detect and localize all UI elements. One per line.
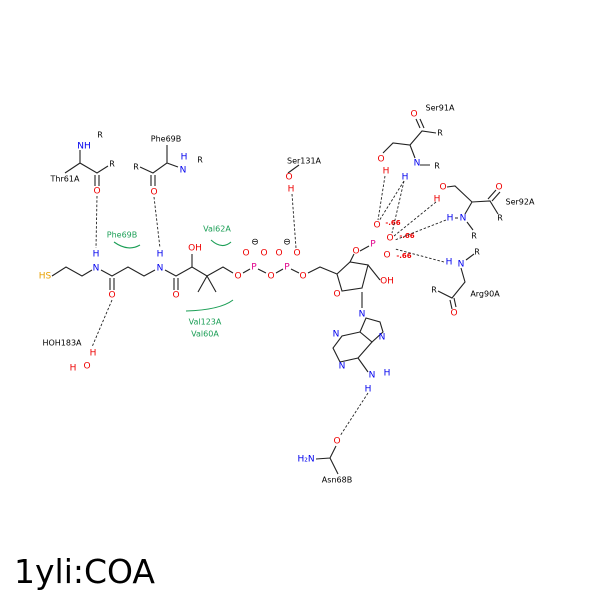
phe69b-o: O [150, 188, 157, 198]
water-o: O [83, 362, 90, 372]
residue-ser92a: Ser92A [506, 198, 535, 207]
ser91a-og: O [377, 155, 384, 165]
r-group: R [97, 131, 103, 140]
ser131a-h: H [288, 185, 295, 195]
residue-thr61a: Thr61A [50, 175, 80, 184]
p3-o-a: O [373, 221, 380, 231]
ser131a-o: O [285, 173, 292, 183]
phosphorus-1: P [251, 263, 257, 273]
ring-oh: OH [380, 277, 394, 287]
r-group: R [197, 156, 203, 165]
residue-atoms: NH R R O Thr61A Phe69B R H N R O Ser131A… [42, 104, 535, 485]
charge-minus-2: ⊖ [283, 238, 291, 248]
amine-h-b: H [365, 385, 372, 395]
ser92a-n: N [460, 214, 467, 224]
p2-o-b: O [293, 249, 300, 259]
phosphorus-3: P [370, 240, 376, 250]
ser91a-hg: H [383, 167, 390, 177]
r-group: R [431, 286, 437, 295]
asn68b-o: O [333, 437, 340, 447]
r-group: R [474, 248, 480, 257]
charge-p3-o-b: -.66 [399, 232, 414, 240]
amide-h1: H [93, 250, 100, 260]
residue-hoh183a: HOH183A [42, 339, 82, 348]
thr61a-o: O [93, 187, 100, 197]
ser91a-n: N [414, 159, 421, 169]
arg90a-o: O [450, 309, 457, 319]
arg90a-h: H [446, 258, 453, 268]
ser92a-og: O [439, 183, 446, 193]
charge-minus-1: ⊖ [251, 238, 259, 248]
amide-n2: N [157, 264, 164, 274]
amide-n1: N [93, 264, 100, 274]
charge-p3-o-c: -.66 [396, 252, 411, 260]
adenine-n1: N [339, 362, 346, 372]
arg90a-n: N [458, 260, 465, 270]
ring-o4: O [333, 290, 340, 300]
phosphorus-2: P [284, 263, 290, 273]
p3-o-b: O [386, 234, 393, 244]
adenine-n3: N [333, 330, 340, 340]
p3-o-c: O [383, 251, 390, 261]
r-group: R [437, 129, 443, 138]
diagram-title: 1yli:COA [14, 552, 155, 591]
residue-arg90a: Arg90A [470, 290, 500, 299]
r-group: R [471, 232, 477, 241]
residue-phe69b: Phe69B [151, 135, 181, 144]
residue-ser131a: Ser131A [287, 157, 322, 166]
charge-p3-o-a: -.66 [385, 219, 400, 227]
hydrophobic-val60a: Val60A [191, 330, 219, 339]
hydrophobic-phe69b: Phe69B [107, 231, 137, 240]
asn68b-nh2: H₂N [297, 455, 314, 465]
residue-bonds [64, 118, 501, 475]
adenine-n7: N [379, 333, 386, 343]
p1-o-a: O [242, 249, 249, 259]
amide-o2: O [172, 291, 179, 301]
ser92a-h: H [447, 214, 454, 224]
amine-n6: N [369, 371, 376, 381]
ser91a-h: H [402, 173, 409, 183]
o3-prime: O [352, 247, 359, 257]
hydrophobic-contacts: Phe69B Val62A Val123A Val60A [107, 225, 234, 339]
hydrogen-bonds [91, 175, 447, 437]
ser92a-carbonyl-o: O [495, 183, 502, 193]
water-h2: H [70, 364, 77, 374]
ligand-bonds [51, 245, 384, 373]
water-h1: H [90, 349, 97, 359]
ser92a-hg: H [434, 195, 441, 205]
amide-o1: O [108, 291, 115, 301]
bridge-o: O [267, 272, 274, 282]
hydroxyl-label: OH [188, 244, 202, 254]
phe69b-n: N [180, 166, 187, 176]
p2-o-a: O [275, 249, 282, 259]
ligand-atoms: HS N H O N H O OH O P O O ⊖ O P O O ⊖ O … [39, 219, 415, 395]
amine-h-a: H [384, 369, 391, 379]
r-group: R [133, 163, 139, 172]
adenine-n9: N [359, 310, 366, 320]
ester-o1: O [234, 272, 241, 282]
ester-o2: O [299, 272, 306, 282]
hydrophobic-val62a: Val62A [203, 225, 231, 234]
r-group: R [434, 162, 440, 171]
residue-asn68b: Asn68B [322, 476, 352, 485]
amide-h2: H [157, 250, 164, 260]
ser91a-carbonyl-o: O [410, 110, 417, 120]
r-group: R [109, 160, 115, 169]
thiol-label: HS [39, 272, 52, 282]
r-group: R [497, 214, 503, 223]
p1-o-b: O [260, 249, 267, 259]
residue-ser91a: Ser91A [426, 104, 455, 113]
phe69b-h: H [181, 153, 188, 163]
hydrophobic-val123a: Val123A [189, 318, 222, 327]
thr61a-nh: NH [77, 142, 91, 152]
